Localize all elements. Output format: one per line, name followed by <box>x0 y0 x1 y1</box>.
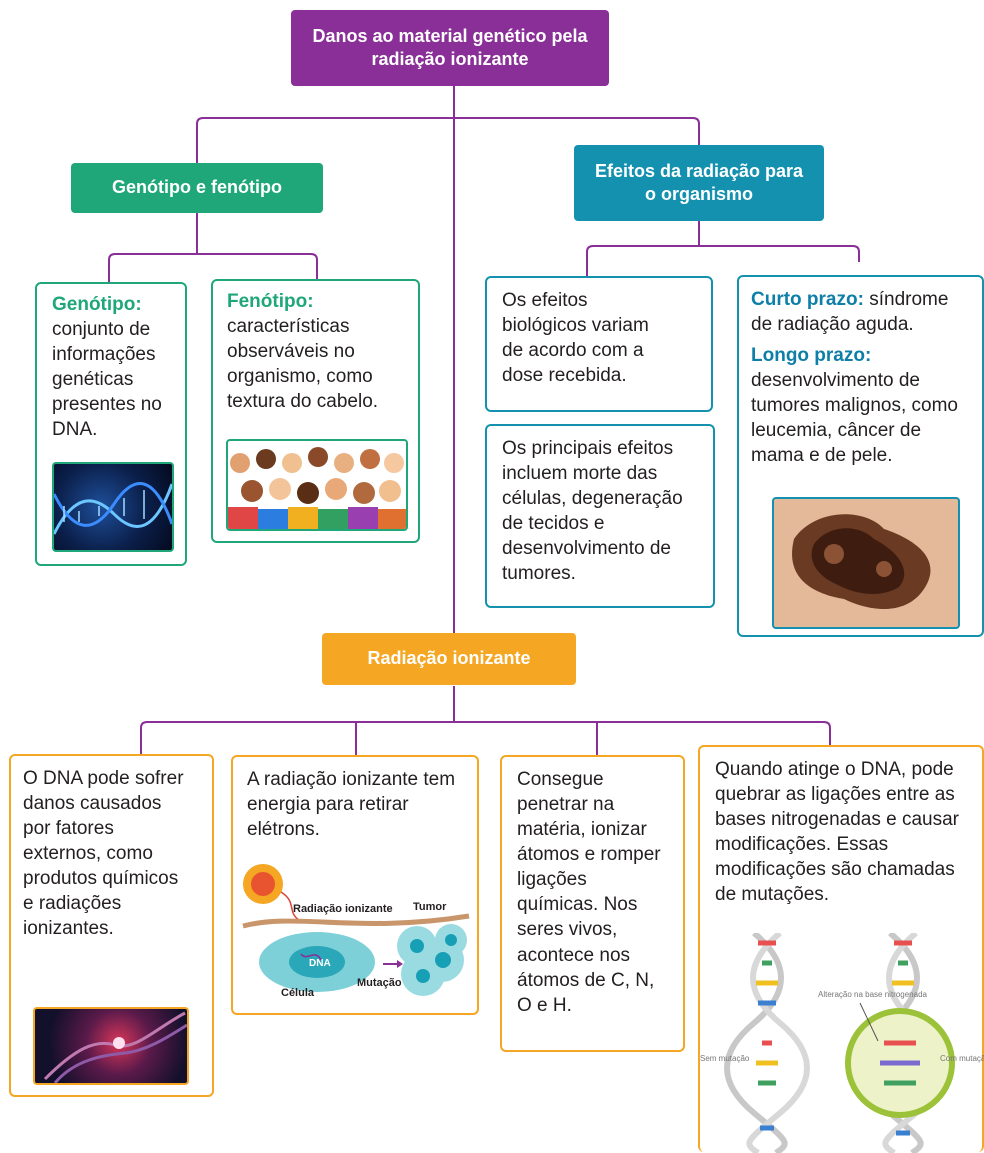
penetration-box: Consegue penetrar na matéria, ionizar át… <box>500 755 685 1052</box>
mutation-box: Quando atinge o DNA, pode quebrar as lig… <box>698 745 984 1153</box>
short-long-term-box: Curto prazo: síndrome de radiação aguda.… <box>737 275 984 637</box>
radiation-energy-text: A radiação ionizante tem energia para re… <box>247 769 456 841</box>
cell-label: Célula <box>281 987 315 999</box>
cell-mutation-diagram: Radiação ionizante Tumor DNA Célula Muta… <box>242 864 470 999</box>
dna-mutation-diagram: Sem mutação Alteração na base nitrogenad… <box>700 933 984 1153</box>
penetration-text: Consegue penetrar na matéria, ionizar át… <box>517 769 661 1016</box>
radiation-label: Radiação ionizante <box>293 903 393 915</box>
short-term-text: síndrome de radiação aguda. <box>751 289 949 336</box>
damaged-dna-image <box>33 1007 189 1085</box>
radiation-energy-box: A radiação ionizante tem energia para re… <box>231 755 479 1015</box>
short-term-label: Curto prazo: <box>751 289 864 310</box>
phenotype-text: características observáveis no organismo… <box>227 316 379 413</box>
genotype-box: Genótipo: conjunto de informações genéti… <box>35 282 187 566</box>
people-crowd-image <box>226 439 408 531</box>
dna-label: DNA <box>309 958 331 969</box>
main-effects-text: Os principais efeitos incluem morte das … <box>502 438 683 585</box>
without-mutation-label: Sem mutação <box>700 1054 750 1063</box>
dna-damage-box: O DNA pode sofrer danos causados por fat… <box>9 754 214 1097</box>
short-term: Curto prazo: síndrome de radiação aguda. <box>751 287 974 337</box>
main-effects-box: Os principais efeitos incluem morte das … <box>485 424 715 608</box>
genotype-phenotype-header: Genótipo e fenótipo <box>71 163 323 213</box>
genotype-phenotype-title: Genótipo e fenótipo <box>112 177 282 198</box>
phenotype-term: Fenótipo: <box>227 291 314 312</box>
effects-title: Efeitos da radiação para o organismo <box>594 160 804 204</box>
phenotype-box: Fenótipo: características observáveis no… <box>211 279 420 543</box>
with-mutation-label: Com mutação <box>940 1054 984 1063</box>
effects-dose-box: Os efeitos biológicos variam de acordo c… <box>485 276 713 412</box>
ionizing-radiation-title: Radiação ionizante <box>367 648 531 669</box>
genotype-term: Genótipo: <box>52 294 142 315</box>
dna-helix-image <box>52 462 174 552</box>
effects-header: Efeitos da radiação para o organismo <box>574 145 824 221</box>
effects-dose-text: Os efeitos biológicos variam de acordo c… <box>502 290 649 387</box>
ionizing-radiation-header: Radiação ionizante <box>322 633 576 685</box>
root-title: Danos ao material genético pela radiação… <box>291 10 609 86</box>
mutation-label: Mutação <box>357 977 402 989</box>
tumor-label: Tumor <box>413 901 447 913</box>
mutation-text: Quando atinge o DNA, pode quebrar as lig… <box>715 759 959 906</box>
skin-lesion-image <box>772 497 960 629</box>
base-change-label: Alteração na base nitrogenada <box>818 990 928 999</box>
long-term-text: desenvolvimento de tumores malignos, com… <box>751 370 958 467</box>
long-term-label: Longo prazo: <box>751 345 872 367</box>
dna-damage-text: O DNA pode sofrer danos causados por fat… <box>23 768 184 940</box>
genotype-text: conjunto de informações genéticas presen… <box>52 319 162 441</box>
root-title-text: Danos ao material genético pela radiação… <box>312 25 588 69</box>
